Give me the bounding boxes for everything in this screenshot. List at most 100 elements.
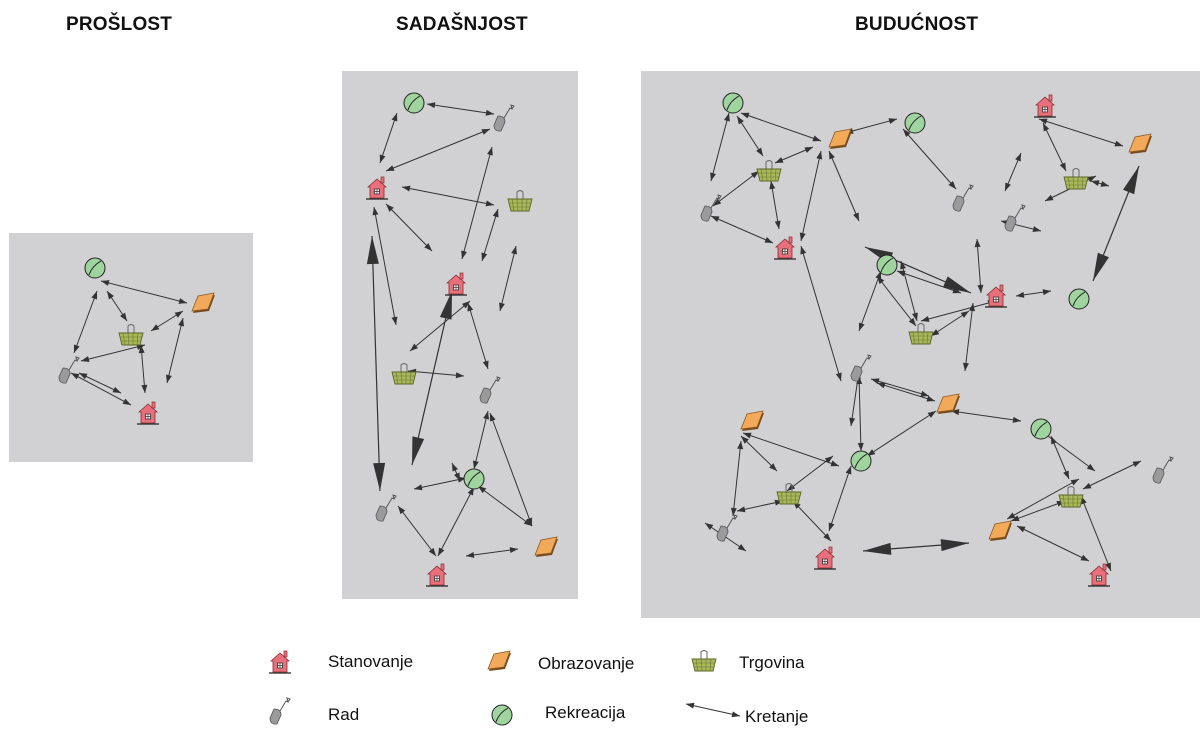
school-icon bbox=[740, 410, 764, 431]
arrow-head bbox=[845, 466, 852, 475]
arrow-head bbox=[461, 250, 467, 259]
arrow-head bbox=[769, 463, 777, 471]
arrow-head bbox=[812, 135, 821, 142]
arrow-head bbox=[903, 129, 911, 137]
movement-arrow-line bbox=[712, 170, 760, 207]
arrow-head bbox=[414, 484, 423, 491]
arrow-head bbox=[775, 157, 784, 163]
arrow-head bbox=[849, 417, 856, 426]
arrow-head bbox=[428, 547, 436, 556]
arrow-head bbox=[926, 395, 935, 402]
arrow-head bbox=[391, 316, 398, 325]
arrow-head bbox=[481, 129, 490, 135]
arrow-head bbox=[141, 384, 148, 393]
arrow-head bbox=[455, 372, 464, 379]
movement-arrow-line bbox=[426, 103, 495, 115]
ball-icon bbox=[722, 92, 744, 114]
arrow-head bbox=[857, 442, 864, 451]
movement-arrow-line bbox=[685, 703, 741, 717]
arrow-head bbox=[877, 276, 885, 285]
movement-arrow-line bbox=[858, 375, 862, 452]
shovel-icon bbox=[58, 356, 80, 384]
arrow-head bbox=[483, 411, 490, 420]
arrow-head bbox=[787, 483, 796, 491]
arrow-head bbox=[398, 506, 406, 515]
arrow-head bbox=[800, 246, 807, 255]
arrow-head bbox=[824, 456, 833, 464]
legend-label-kretanje: Kretanje bbox=[745, 707, 809, 726]
shovel-icon bbox=[952, 184, 974, 212]
arrow-head bbox=[91, 291, 98, 300]
legend-label-obrazovanje: Obrazovanje bbox=[538, 654, 635, 673]
legend-basket-icon bbox=[684, 641, 724, 681]
school-icon bbox=[534, 536, 558, 557]
movement-arrow-line bbox=[371, 235, 381, 492]
movement-arrow-line bbox=[792, 500, 832, 542]
movement-arrow-line bbox=[1006, 478, 1080, 520]
legend-label-rad: Rad bbox=[328, 705, 360, 724]
arrow-head bbox=[1093, 252, 1109, 281]
basket-icon bbox=[1058, 486, 1084, 508]
house-icon bbox=[137, 401, 159, 425]
arrow-head bbox=[835, 372, 842, 381]
house-icon bbox=[1088, 563, 1110, 587]
arrow-head bbox=[962, 362, 969, 371]
arrow-head bbox=[178, 318, 185, 327]
arrow-head bbox=[756, 147, 763, 156]
title-future: BUDUĆNOST bbox=[855, 14, 979, 35]
arrow-head bbox=[927, 411, 936, 418]
arrow-head bbox=[940, 539, 969, 552]
arrow-head bbox=[79, 373, 88, 380]
legend-label-stanovanje: Stanovanje bbox=[328, 652, 414, 671]
arrow-head bbox=[1011, 515, 1020, 522]
ball-icon bbox=[403, 92, 425, 114]
arrow-head bbox=[816, 151, 823, 160]
arrow-head bbox=[730, 507, 737, 516]
arrow-head bbox=[485, 109, 494, 116]
legend-school-icon bbox=[480, 643, 520, 683]
arrow-head bbox=[386, 204, 394, 212]
arrow-head bbox=[482, 360, 489, 369]
arrow-head bbox=[492, 209, 499, 218]
arrow-head bbox=[960, 311, 969, 318]
arrow-head bbox=[1086, 463, 1095, 471]
movement-arrow-line bbox=[866, 410, 937, 457]
arrow-head bbox=[713, 198, 722, 206]
arrow-head bbox=[710, 172, 716, 181]
movement-arrow-line bbox=[964, 302, 974, 372]
arrow-head bbox=[823, 533, 831, 541]
movement-arrow-line bbox=[1042, 122, 1067, 172]
school-icon bbox=[988, 520, 1012, 541]
movement-arrow-line bbox=[896, 270, 962, 294]
arrow-head bbox=[1083, 482, 1092, 489]
arrow-head bbox=[731, 711, 740, 718]
arrow-head bbox=[1091, 180, 1100, 187]
legend-shovel-icon bbox=[260, 692, 300, 732]
movement-arrow-line bbox=[409, 300, 471, 352]
arrow-head bbox=[454, 472, 460, 481]
arrow-head bbox=[466, 551, 475, 558]
arrow-head bbox=[1039, 118, 1048, 125]
movement-arrow-line bbox=[844, 118, 898, 134]
ball-icon bbox=[491, 704, 513, 726]
movement-arrow-line bbox=[407, 370, 465, 377]
arrow-head bbox=[952, 287, 961, 294]
arrow-head bbox=[511, 246, 518, 255]
house-icon bbox=[269, 650, 291, 674]
basket-icon bbox=[391, 363, 417, 385]
arrow-head bbox=[107, 291, 114, 300]
movement-arrow-line bbox=[465, 548, 519, 557]
arrow-head bbox=[877, 382, 886, 389]
arrow-head bbox=[686, 702, 695, 709]
arrow-head bbox=[1016, 291, 1025, 298]
movement-arrow-line bbox=[166, 317, 184, 384]
arrow-head bbox=[830, 460, 839, 467]
house-icon bbox=[426, 563, 448, 587]
shovel-icon bbox=[1152, 456, 1174, 484]
basket-icon bbox=[908, 323, 934, 345]
arrow-head bbox=[737, 506, 746, 513]
arrow-head bbox=[461, 301, 470, 309]
movement-arrow-line bbox=[1038, 118, 1124, 147]
movement-arrow-line bbox=[100, 280, 188, 304]
basket-icon bbox=[507, 190, 533, 212]
